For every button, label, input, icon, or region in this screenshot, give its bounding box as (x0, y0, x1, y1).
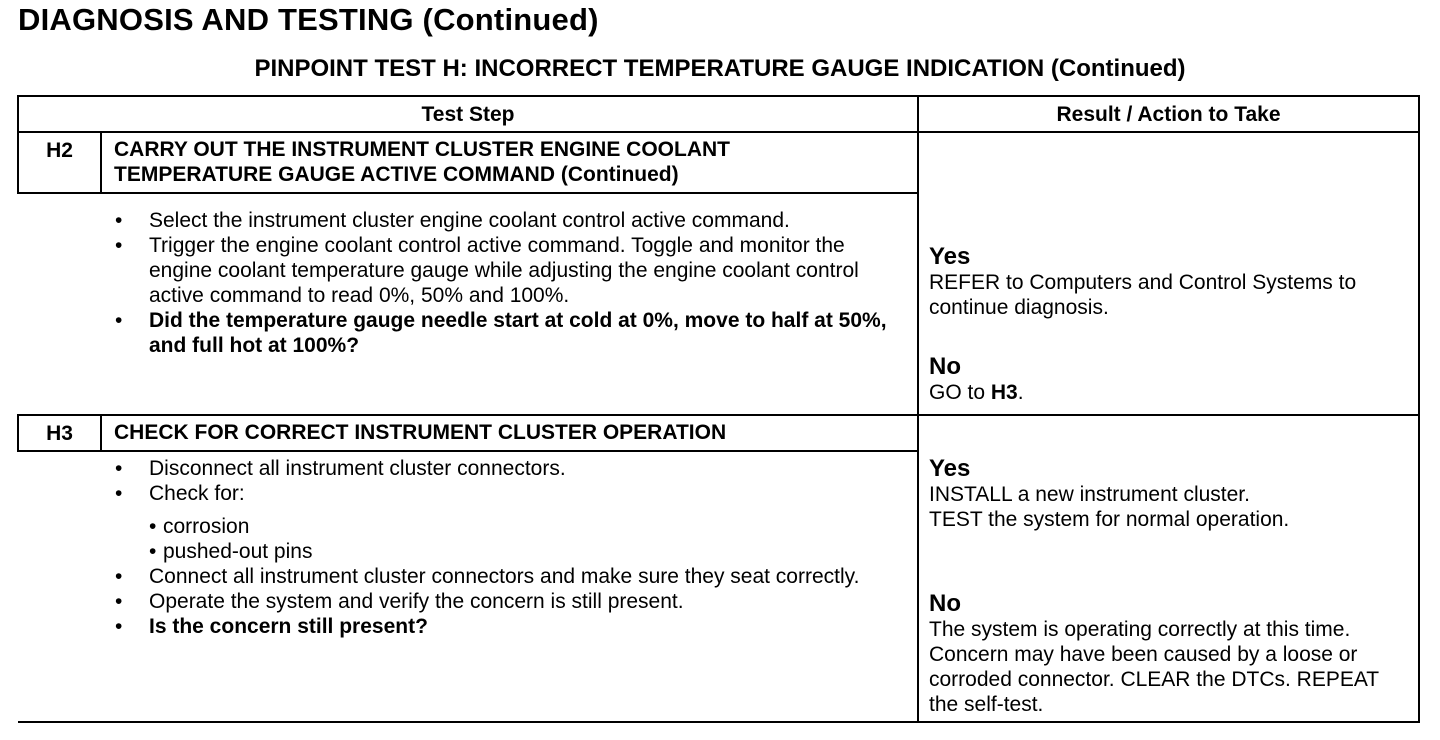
step-h2-title: CARRY OUT THE INSTRUMENT CLUSTER ENGINE … (100, 131, 919, 194)
step-h3-title: CHECK FOR CORRECT INSTRUMENT CLUSTER OPE… (100, 414, 919, 452)
h3-step-question: Is the concern still present? (18, 614, 905, 639)
h3-no-label: No (929, 590, 961, 617)
h2-no-text-prefix: GO to (929, 381, 991, 404)
h2-no-result: No GO to H3. (929, 354, 1408, 405)
h3-yes-result: Yes INSTALL a new instrument cluster. TE… (929, 456, 1408, 532)
h2-step-item: Select the instrument cluster engine coo… (18, 208, 905, 233)
test-step-header: Test Step (17, 95, 919, 133)
pinpoint-test-title: PINPOINT TEST H: INCORRECT TEMPERATURE G… (254, 55, 1186, 82)
pinpoint-test-table: Test Step Result / Action to Take H2 CAR… (17, 95, 1420, 723)
h3-step-item: Disconnect all instrument cluster connec… (18, 456, 905, 481)
h3-step-item: Operate the system and verify the concer… (18, 589, 905, 614)
h3-check-list: corrosion pushed-out pins (149, 514, 905, 564)
h2-step-question: Did the temperature gauge needle start a… (18, 308, 905, 358)
h3-yes-text-line1: INSTALL a new instrument cluster. (929, 483, 1250, 506)
step-h3-result: Yes INSTALL a new instrument cluster. TE… (917, 414, 1420, 723)
h3-check-for-label: Check for: (149, 482, 245, 505)
step-h3-id: H3 (17, 414, 102, 452)
step-h2-id: H2 (17, 131, 102, 194)
step-h2-result: Yes REFER to Computers and Control Syste… (917, 131, 1420, 416)
h2-no-target: H3 (990, 381, 1018, 404)
h3-no-text: The system is operating correctly at thi… (929, 618, 1379, 716)
h3-no-result: No The system is operating correctly at … (929, 591, 1408, 717)
step-h2-title-line2: TEMPERATURE GAUGE ACTIVE COMMAND (Contin… (114, 163, 679, 186)
step-h2-body-row: Select the instrument cluster engine coo… (18, 192, 1419, 416)
h3-yes-text-line2: TEST the system for normal operation. (929, 508, 1290, 531)
page-title: DIAGNOSIS AND TESTING (Continued) (18, 2, 599, 37)
h3-step-check: Check for: corrosion pushed-out pins (18, 481, 905, 564)
h2-yes-label: Yes (929, 243, 971, 270)
h2-step-item: Trigger the engine coolant control activ… (18, 233, 905, 308)
h3-check-item: pushed-out pins (149, 539, 905, 564)
h3-step-item: Connect all instrument cluster connector… (18, 564, 905, 589)
h2-no-text-suffix: . (1017, 381, 1024, 404)
step-h3-body: Disconnect all instrument cluster connec… (18, 450, 919, 723)
step-h3-title-row: H3 CHECK FOR CORRECT INSTRUMENT CLUSTER … (17, 414, 1420, 723)
h3-check-item: corrosion (149, 514, 905, 539)
step-h3-body-row: Disconnect all instrument cluster connec… (18, 450, 1419, 723)
h3-yes-label: Yes (929, 455, 971, 482)
h2-yes-result: Yes REFER to Computers and Control Syste… (929, 244, 1408, 320)
step-h2-title-row: H2 CARRY OUT THE INSTRUMENT CLUSTER ENGI… (17, 131, 1420, 416)
h2-yes-text: REFER to Computers and Control Systems t… (929, 271, 1357, 319)
table-header-row: Test Step Result / Action to Take (17, 95, 1420, 133)
h2-no-label: No (929, 353, 961, 380)
step-h2-title-line1: CARRY OUT THE INSTRUMENT CLUSTER ENGINE … (114, 138, 731, 161)
step-h2-body: Select the instrument cluster engine coo… (18, 192, 919, 416)
result-action-header: Result / Action to Take (917, 95, 1420, 133)
